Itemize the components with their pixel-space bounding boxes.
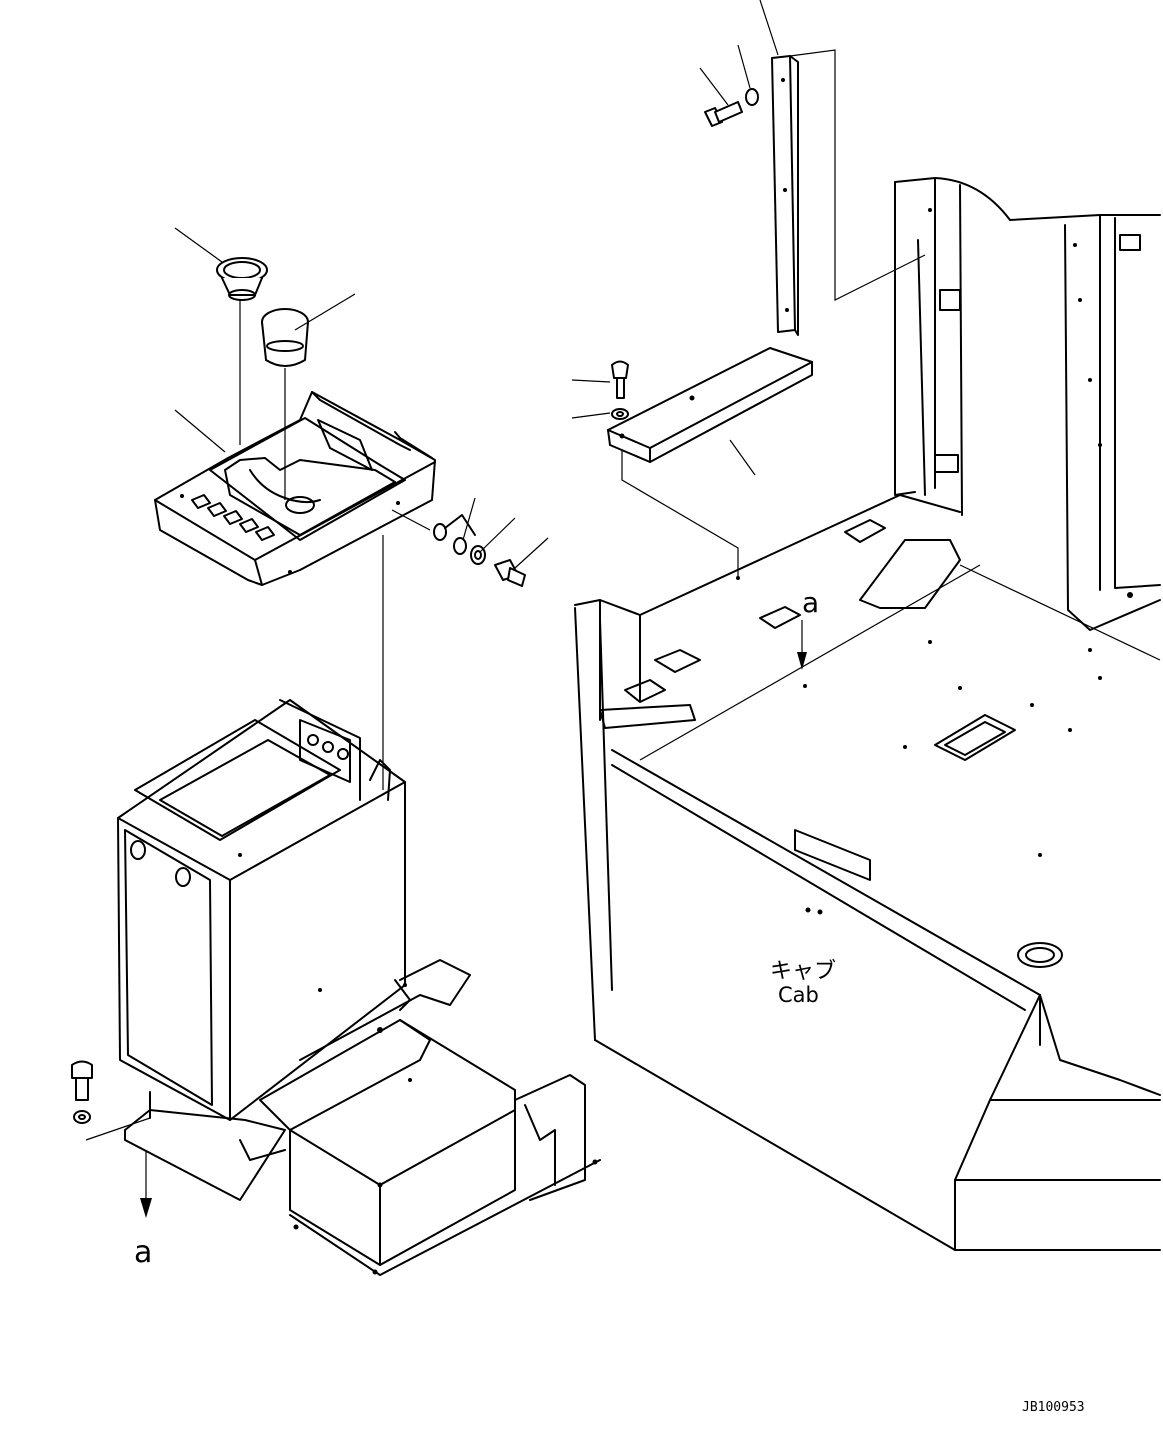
console-cover [154, 391, 436, 586]
drawing-number: JB100953 [1022, 1400, 1085, 1415]
vertical-bracket [699, 0, 926, 336]
ref-letter-right: a [802, 586, 819, 619]
cab-label-en: Cab [778, 983, 819, 1007]
console-box [117, 535, 407, 1201]
floor-bracket [571, 347, 813, 578]
cab-structure [574, 177, 1161, 1251]
cab-label-jp: キャブ [770, 959, 836, 984]
cup-parts [174, 227, 356, 500]
bolt-bottom [71, 1060, 151, 1141]
console-fasteners [391, 497, 549, 587]
ref-letter-left: a [134, 1235, 152, 1270]
bolt-top [699, 44, 759, 127]
lower-duct [259, 959, 601, 1276]
arrow-a-right [797, 620, 807, 670]
arrow-a-left [140, 1150, 152, 1218]
